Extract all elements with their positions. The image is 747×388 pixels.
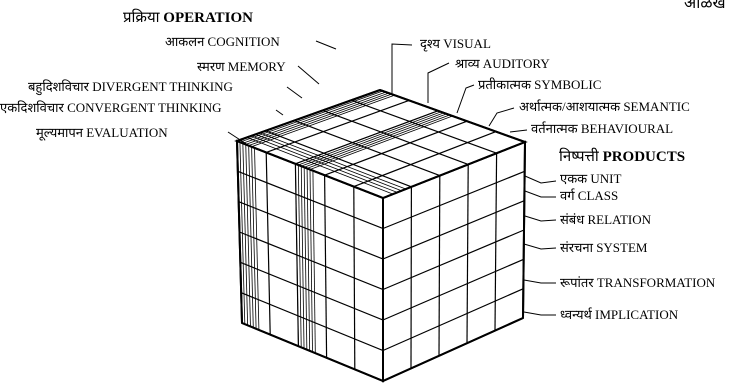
products-item-transformation: रूपांतर TRANSFORMATION [560,275,716,290]
top-face-hatch-line [242,91,386,144]
operation-item-evaluation: मूल्यमापन EVALUATION [36,125,168,141]
operation-item-cognition: आकलन COGNITION [165,34,280,49]
top-face-hatch-line [301,112,444,167]
left-face-row-line [237,170,384,230]
top-face-hatch-line [309,115,453,170]
leader-line [523,243,557,250]
left-face-row-line [240,292,384,352]
content-item-behavioural: वर्तनात्मक BEHAVIOURAL [531,121,673,136]
operation-item-divergent-thinking: बहुदिशविचार DIVERGENT THINKING [28,79,233,96]
top-face-hatch-line [304,113,447,168]
leader-line [488,107,515,127]
cube-edge [522,141,526,319]
right-face-row-line [382,200,525,260]
leader-line [524,175,557,184]
products-item-relation: संबंध RELATION [560,212,652,227]
content-item-visual: दृश्य VISUAL [420,36,491,52]
left-face-row-line [240,261,384,321]
leader-line [391,43,413,94]
products-item-class: वर्ग CLASS [560,188,618,203]
cube-edge [241,322,384,382]
leader-line [523,311,556,316]
top-face-hatch-line [298,111,442,166]
right-face-row-line [382,170,525,230]
cube-edge [236,140,243,324]
leader-line [286,86,303,99]
top-face-hatch-line [255,133,402,192]
products-item-implication: ध्वन्यर्थ IMPLICATION [560,307,679,322]
leader-line [456,84,475,114]
leader-line [524,215,557,222]
right-face-row-line [382,229,525,291]
top-face-hatch-line [239,90,384,143]
cube-drawing [234,88,528,383]
top-face-hatch-line [251,135,398,193]
cube-edge [382,317,524,382]
leader-line [524,190,556,198]
left-face-row-line [238,201,384,260]
leader-lines [227,40,557,316]
right-face-row-line [382,288,524,352]
products-heading-marathi: निष्पत्ती [559,147,600,165]
leader-line [427,62,450,103]
leader-line [315,40,337,50]
cube-edge [236,89,381,142]
operation-heading-marathi: प्रक्रिया [123,8,161,26]
content-item-auditory: श्राव्य AUDITORY [455,56,550,71]
products-heading: निष्पत्ती PRODUCTS [559,147,685,165]
top-face-operation-line [324,120,468,176]
top-face-operation-line [353,131,497,188]
left-face-row-line [239,231,384,291]
top-face-hatch-line [248,93,392,146]
top-face-operation-line [265,99,410,153]
content-item-symbolic: प्रतीकात्मक SYMBOLIC [478,77,601,92]
top-face-hatch-line [259,132,406,190]
leader-line [227,131,252,148]
operation-item-memory: स्मरण MEMORY [197,59,286,74]
right-face-row-line [382,258,524,321]
products-heading-english: PRODUCTS [603,149,686,165]
top-face-hatch-line [246,137,394,195]
products-item-unit: एकक UNIT [560,171,622,186]
top-face-hatch-line [295,110,439,165]
operation-heading-english: OPERATION [163,10,253,26]
top-face-hatch-line [245,92,389,145]
leader-line [523,279,556,284]
operation-heading: प्रक्रिया OPERATION [123,8,253,26]
content-item-semantic: अर्थात्मक/आशयात्मक SEMANTIC [519,99,690,114]
leader-line [297,65,320,85]
top-face-hatch-line [251,94,395,148]
products-item-system: संरचना SYSTEM [560,240,648,255]
operation-item-convergent-thinking: एकदिशविचार CONVERGENT THINKING [0,100,222,115]
cube-edge [379,89,526,143]
cube-edge [382,141,526,199]
leader-line [275,109,284,116]
leader-line [509,129,528,133]
top-face-hatch-line [306,114,450,169]
cube-edge [236,140,384,199]
corner-text: आळख [684,0,727,12]
